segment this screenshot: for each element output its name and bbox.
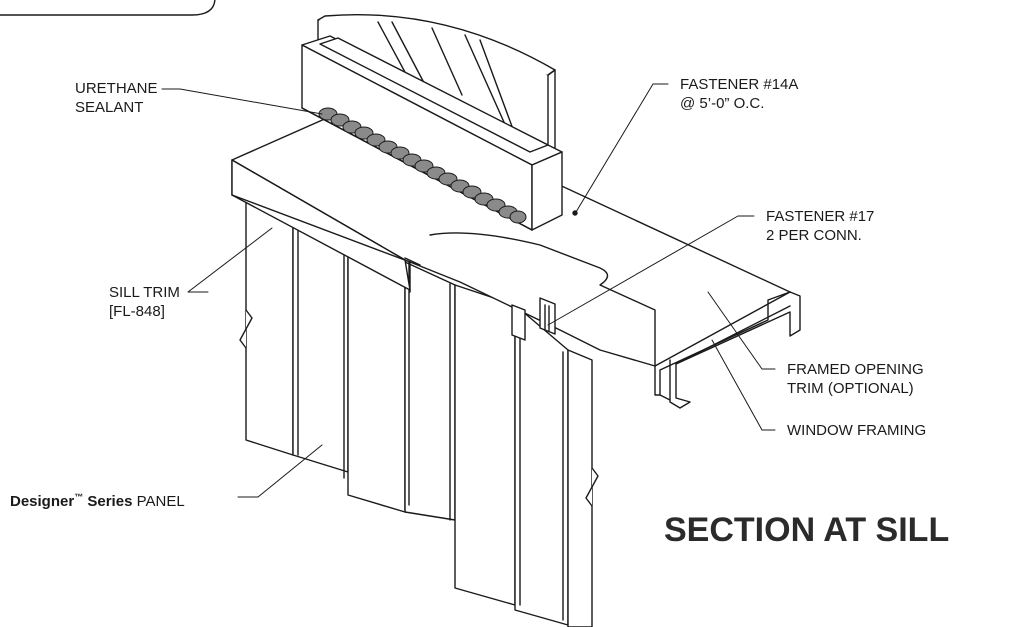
urethane-label: URETHANE SEALANT bbox=[75, 79, 158, 117]
panel-brand: Designer bbox=[10, 493, 75, 510]
panel-word: PANEL bbox=[132, 493, 185, 510]
window-framing-channel bbox=[654, 291, 801, 409]
leader-lines bbox=[161, 83, 776, 498]
sill-trim-label: SILL TRIM [FL-848] bbox=[109, 283, 180, 321]
wall-panels bbox=[245, 191, 593, 627]
leader-framed bbox=[707, 291, 776, 370]
title-block-corner bbox=[0, 0, 216, 16]
leader-sill bbox=[187, 227, 273, 293]
leader-panel bbox=[237, 444, 323, 498]
glazing-frame bbox=[301, 35, 563, 231]
fastener-17-label: FASTENER #17 2 PER CONN. bbox=[766, 207, 874, 245]
urethane-label-line2: SEALANT bbox=[75, 99, 144, 116]
leader-window bbox=[711, 339, 776, 431]
leader-fastener17 bbox=[547, 215, 755, 326]
urethane-label-line1: URETHANE bbox=[75, 80, 158, 97]
panel-ribs bbox=[297, 221, 564, 621]
window-framing-label: WINDOW FRAMING bbox=[787, 422, 927, 439]
fastener-14a-label: FASTENER #14A @ 5’-0” O.C. bbox=[680, 75, 798, 113]
sill-trim-line2: [FL-848] bbox=[109, 303, 165, 320]
framed-opening-label: FRAMED OPENING TRIM (OPTIONAL) bbox=[787, 360, 924, 398]
urethane-sealant-bead bbox=[318, 107, 527, 224]
sill-trim-line1: SILL TRIM bbox=[109, 284, 180, 301]
panel-label: Designer™ Series PANEL bbox=[10, 488, 185, 511]
fastener-14a-line2: @ 5’-0” O.C. bbox=[680, 95, 765, 112]
section-title: SECTION AT SILL bbox=[664, 511, 950, 549]
fastener-17-line1: FASTENER #17 bbox=[766, 208, 875, 225]
leader-fastener14 bbox=[575, 83, 669, 213]
fastener-14a-line1: FASTENER #14A bbox=[680, 76, 799, 93]
break-left bbox=[239, 309, 253, 349]
fastener-17-clip bbox=[511, 297, 556, 341]
leader-urethane bbox=[161, 88, 323, 115]
framed-opening-line1: FRAMED OPENING bbox=[787, 361, 924, 378]
fastener-17-line2: 2 PER CONN. bbox=[766, 227, 862, 244]
framed-opening-line2: TRIM (OPTIONAL) bbox=[787, 380, 914, 397]
break-right bbox=[585, 467, 599, 507]
panel-series: Series bbox=[83, 493, 133, 510]
panel-tm: ™ bbox=[74, 492, 84, 502]
